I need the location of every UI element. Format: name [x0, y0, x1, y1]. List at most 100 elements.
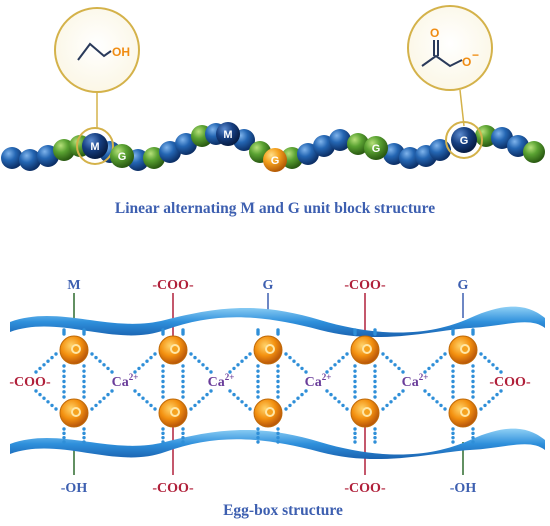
coordination-dot: [106, 392, 110, 397]
top-label-coo-2: -COO-: [344, 278, 386, 293]
chain-bead: [19, 149, 41, 171]
coordination-dot: [276, 369, 280, 373]
coordination-dot: [62, 395, 66, 399]
coordination-dot: [471, 435, 475, 440]
coordination-dot: [209, 389, 213, 393]
coordination-dot: [451, 395, 455, 399]
bottom-label-oh-1: -OH: [61, 481, 88, 496]
ion-label-4: Ca2+: [402, 372, 429, 390]
coordination-dot: [145, 400, 149, 404]
coordination-dot: [209, 370, 213, 374]
callout-right-bubble: [407, 5, 493, 91]
side-label-right: -COO-: [489, 375, 531, 390]
coordination-dot: [333, 363, 337, 367]
coordination-dot: [329, 366, 333, 371]
coordination-dot: [145, 359, 149, 363]
coordination-dot: [181, 332, 185, 336]
coordination-dot: [82, 369, 86, 373]
coordination-dot: [197, 359, 201, 363]
coordination-dot: [373, 369, 377, 373]
coordination-dot: [244, 403, 248, 408]
coordination-dot: [451, 427, 455, 431]
coordination-dot: [385, 403, 389, 408]
calcium-spheres: [59, 335, 478, 428]
coordination-dot: [106, 366, 110, 371]
coordination-dot: [201, 396, 205, 400]
coordination-dot: [491, 363, 495, 367]
coordination-dot: [201, 363, 205, 367]
coordination-dot: [46, 359, 50, 363]
coordination-dot: [495, 392, 499, 397]
unit-m2-label: M: [223, 129, 232, 141]
coordination-dot: [393, 363, 397, 367]
bottom-label-coo-1: -COO-: [152, 481, 194, 496]
coordination-dot: [34, 389, 38, 393]
coordination-dot: [451, 364, 455, 368]
coordination-dot: [423, 370, 427, 374]
coordination-dot: [240, 359, 244, 363]
unit-m1-bead: [82, 133, 108, 159]
coordination-dot: [256, 390, 260, 394]
coordination-dots: [34, 328, 503, 444]
coordination-dot: [62, 435, 66, 440]
coordination-dot: [284, 352, 288, 356]
coordination-dot: [181, 379, 185, 384]
coordination-dot: [38, 392, 42, 397]
coordination-dot: [34, 370, 38, 374]
coordination-dot: [149, 355, 153, 360]
coordination-dot: [256, 374, 260, 379]
sphere-core: [364, 409, 370, 415]
coordination-dot: [499, 370, 503, 374]
coordination-dot: [451, 374, 455, 379]
coordination-dot: [341, 403, 345, 408]
ion-label-1: Ca2+: [112, 372, 139, 390]
egg-box-panel: M -COO- G -COO- G -COO- -COO- Ca2+ Ca2+ …: [9, 278, 545, 519]
unit-g4-bead: [451, 127, 477, 153]
coordination-dot: [82, 440, 86, 444]
unit-g3-label: G: [372, 143, 381, 155]
coordination-dot: [487, 400, 491, 404]
coordination-dot: [256, 379, 260, 384]
coordination-dot: [133, 370, 137, 374]
unit-g1: G: [110, 144, 134, 168]
coordination-dot: [98, 400, 102, 404]
coordination-dot: [181, 374, 185, 379]
coordination-dot: [42, 363, 46, 367]
coordination-dot: [353, 427, 357, 431]
alginate-chain-panel: OH O O − M G: [1, 5, 545, 217]
coordination-dot: [205, 366, 209, 371]
sphere-core: [462, 409, 468, 415]
coordination-dot: [161, 369, 165, 373]
coordination-dot: [300, 392, 304, 397]
coordination-dot: [62, 440, 66, 444]
coordination-dot: [38, 366, 42, 371]
coordination-dot: [451, 369, 455, 373]
coordination-dot: [401, 389, 405, 393]
coordination-dot: [284, 407, 288, 411]
coordination-dot: [82, 427, 86, 431]
coordination-dot: [161, 427, 165, 431]
coordination-dot: [181, 369, 185, 373]
coordination-dot: [381, 407, 385, 411]
coordination-dot: [228, 389, 232, 393]
coordination-dot: [341, 355, 345, 360]
ion-label-4-symbol: Ca: [402, 375, 419, 390]
coordination-dot: [471, 384, 475, 389]
ion-label-3-symbol: Ca: [305, 375, 322, 390]
coordination-dot: [161, 332, 165, 336]
coordination-dot: [256, 395, 260, 399]
coordination-dot: [276, 395, 280, 399]
coordination-dot: [228, 370, 232, 374]
unit-g1-label: G: [118, 151, 127, 163]
coordination-dot: [435, 400, 439, 404]
coordination-dot: [232, 366, 236, 371]
coordination-dot: [471, 390, 475, 394]
coordination-dot: [471, 427, 475, 431]
coordination-dot: [435, 359, 439, 363]
ethanol-skeleton-icon: [77, 42, 112, 61]
anion-oxygen-label: O: [462, 55, 471, 69]
coordination-dot: [110, 389, 114, 393]
coordination-dot: [373, 374, 377, 379]
coordination-dot: [393, 396, 397, 400]
coordination-dot: [62, 364, 66, 368]
